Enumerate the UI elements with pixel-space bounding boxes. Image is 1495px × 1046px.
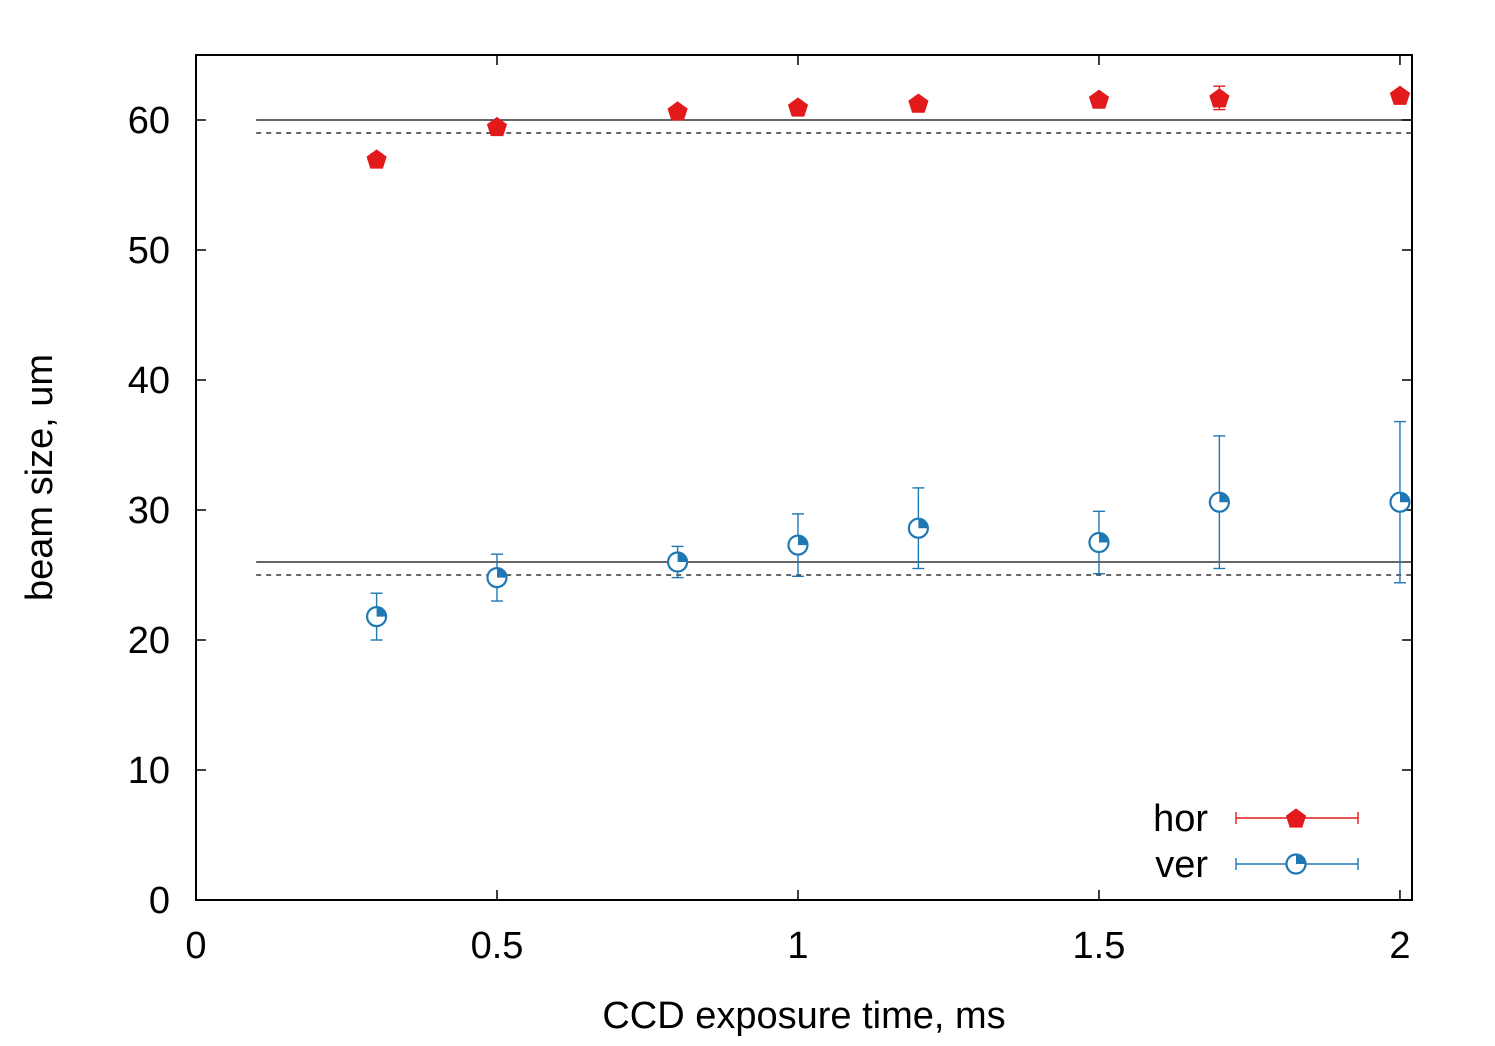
hor-point <box>366 149 387 169</box>
ver-point <box>787 534 809 556</box>
y-tick-label: 10 <box>128 750 170 792</box>
ver-point <box>1389 491 1411 513</box>
ver-point <box>1208 491 1230 513</box>
ver-point <box>486 566 508 589</box>
hor-point <box>908 93 929 113</box>
error-bars <box>370 85 1406 641</box>
x-tick-label: 1 <box>787 925 808 967</box>
legend-label-ver: ver <box>1155 844 1208 886</box>
axis-ticks <box>195 55 1412 901</box>
y-tick-label: 30 <box>128 490 170 532</box>
marker-quarter <box>797 535 808 546</box>
hor-point <box>1389 85 1411 105</box>
hor-point <box>667 101 688 121</box>
x-axis-title: CCD exposure time, ms <box>602 995 1005 1037</box>
plot-frame <box>195 54 1413 901</box>
ver-point <box>365 605 388 628</box>
y-axis-title: beam size, um <box>19 354 61 601</box>
y-tick-label: 20 <box>128 620 170 662</box>
y-tick-label: 0 <box>149 880 170 922</box>
y-tick-label: 60 <box>128 100 170 142</box>
hor-point <box>787 97 809 117</box>
y-tick-label: 40 <box>128 360 170 402</box>
hor-point <box>486 116 508 137</box>
hor-point <box>1209 88 1230 108</box>
x-tick-label: 2 <box>1389 925 1410 967</box>
marker-quarter <box>496 568 507 578</box>
marker-quarter <box>1219 492 1229 503</box>
marker-quarter <box>1098 533 1109 543</box>
marker-quarter <box>376 607 387 617</box>
ver-point <box>907 517 929 539</box>
reference-lines <box>256 119 1412 576</box>
legend-marker-ver <box>1285 853 1307 875</box>
x-tick-label: 0 <box>185 925 206 967</box>
x-tick-label: 0.5 <box>471 925 524 967</box>
legend-label-hor: hor <box>1153 798 1208 840</box>
marker-quarter <box>1399 492 1410 503</box>
hor-point <box>1088 89 1110 109</box>
ver-point <box>666 551 689 573</box>
marker-quarter <box>918 518 928 529</box>
marker-quarter <box>677 552 688 562</box>
legend-marker-hor <box>1285 808 1307 828</box>
y-tick-label: 50 <box>128 230 170 272</box>
ver-point <box>1088 531 1110 554</box>
marker-quarter <box>1296 854 1306 864</box>
x-tick-label: 1.5 <box>1073 925 1126 967</box>
data-markers <box>365 85 1411 628</box>
